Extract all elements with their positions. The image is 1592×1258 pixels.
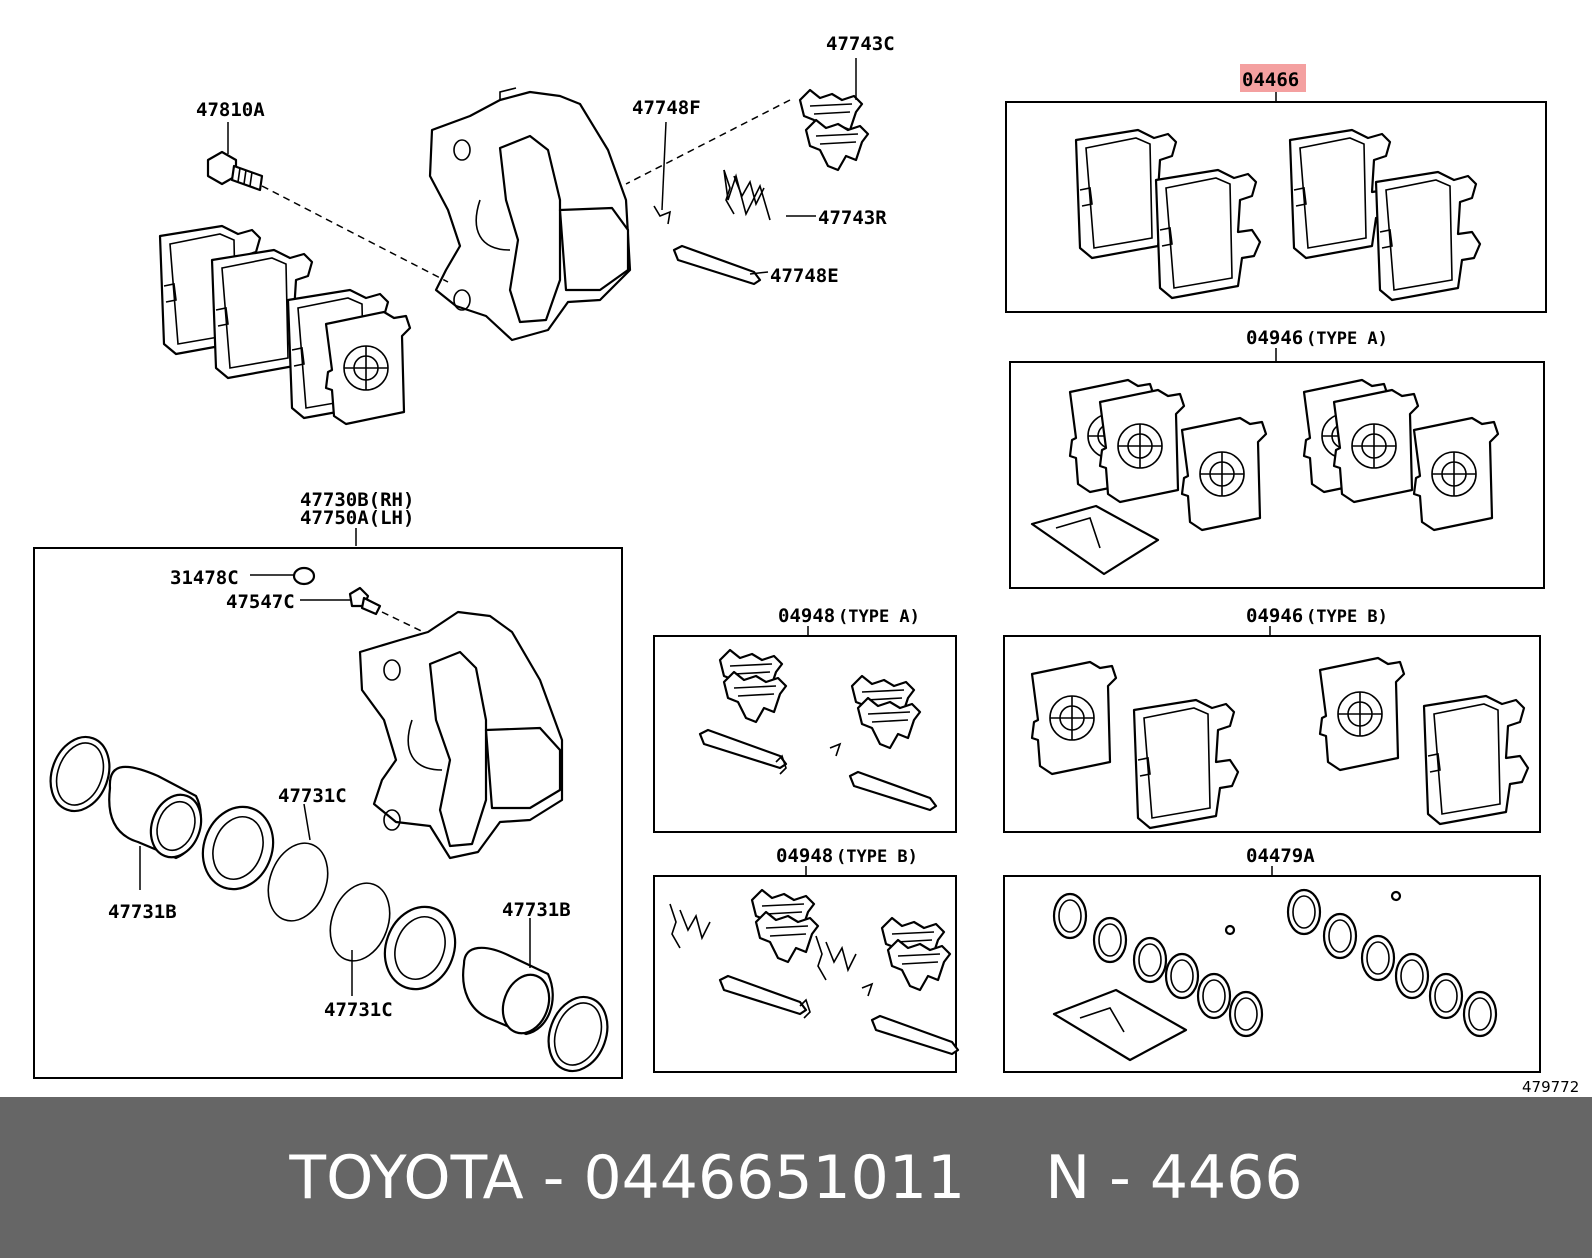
label-47750A: 47750A(LH) xyxy=(300,507,414,529)
caliper-body-upper xyxy=(428,87,632,342)
bolt-47810A xyxy=(206,150,264,192)
label-47731B-right: 47731B xyxy=(502,899,571,921)
kit-04946-b-shims xyxy=(1030,656,1530,830)
clip-47743C xyxy=(798,88,870,172)
label-47810A: 47810A xyxy=(196,99,265,121)
clip-47748F xyxy=(653,205,672,225)
label-04466-highlight xyxy=(1240,64,1306,92)
label-47730B: 47730B(RH) xyxy=(300,489,414,511)
kit-04948-a-parts xyxy=(698,648,938,812)
kit-box-caliper xyxy=(33,547,623,1079)
label-47748E: 47748E xyxy=(770,265,839,287)
piston-seal-rings xyxy=(49,735,609,1073)
kit-box-04946-type-b xyxy=(1003,635,1541,833)
label-47547C: 47547C xyxy=(226,591,295,613)
footer-bar: TOYOTA - 0446651011 N - 4466 xyxy=(0,1097,1592,1258)
kit-box-04466 xyxy=(1005,101,1547,313)
label-04948-a: 04948 xyxy=(778,605,835,627)
label-04948-b-type: (TYPE B) xyxy=(836,847,918,867)
kit-box-04479A xyxy=(1003,875,1541,1073)
label-47743C: 47743C xyxy=(826,33,895,55)
kit-box-04948-type-a xyxy=(653,635,957,833)
upper-pad-set xyxy=(158,224,412,426)
label-31478C: 31478C xyxy=(170,567,239,589)
footer-brand-part-number: TOYOTA - 0446651011 xyxy=(289,1142,966,1213)
kit-04948-b-parts xyxy=(669,888,960,1056)
label-47731B-left: 47731B xyxy=(108,901,177,923)
label-47743R: 47743R xyxy=(818,207,887,229)
bleeder-screw-47547C xyxy=(348,586,382,616)
label-47731C-upper: 47731C xyxy=(278,785,347,807)
label-47748F: 47748F xyxy=(632,97,701,119)
pin-47748E xyxy=(672,244,762,286)
kit-04479A-seals xyxy=(1052,888,1498,1062)
label-04946-b: 04946 xyxy=(1246,605,1303,627)
caliper-body-lower xyxy=(358,610,564,860)
spring-47743R xyxy=(723,169,771,221)
label-47731C-lower: 47731C xyxy=(324,999,393,1021)
label-04466: 04466 xyxy=(1242,69,1299,91)
label-04479A: 04479A xyxy=(1246,845,1315,867)
footer-reference: N - 4466 xyxy=(1045,1142,1303,1213)
bleeder-cap-31478C xyxy=(292,566,316,586)
label-04946-a-type: (TYPE A) xyxy=(1306,329,1388,349)
parts-diagram: 47743C 47810A 47748F 47743R 47748E 04466… xyxy=(33,33,1579,1096)
label-04946-b-type: (TYPE B) xyxy=(1306,607,1388,627)
label-04948-b: 04948 xyxy=(776,845,833,867)
label-479772: 479772 xyxy=(1522,1078,1579,1096)
label-04946-a: 04946 xyxy=(1246,327,1303,349)
kit-box-04946-type-a xyxy=(1009,361,1545,589)
kit-04946-a-shims xyxy=(1030,378,1500,576)
kit-box-04948-type-b xyxy=(653,875,957,1073)
kit-04466-pads xyxy=(1074,128,1482,302)
label-04948-a-type: (TYPE A) xyxy=(838,607,920,627)
